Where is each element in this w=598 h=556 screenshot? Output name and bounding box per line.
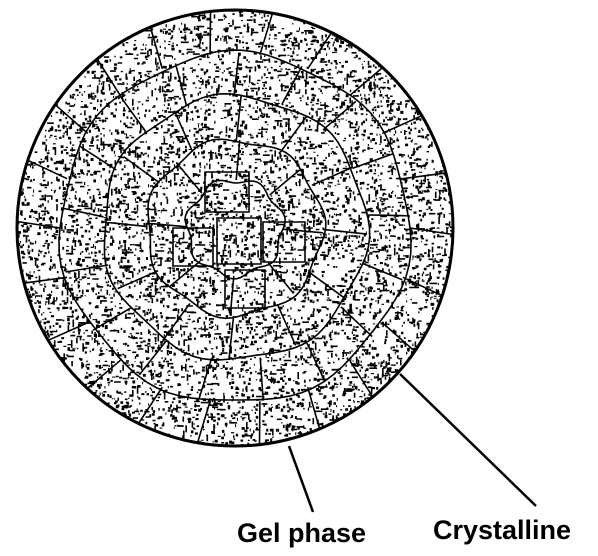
gel-phase-label: Gel phase <box>237 520 366 547</box>
crystalline-pointer <box>400 374 536 506</box>
crystalline-label: Crystalline <box>433 517 571 544</box>
gel-phase-pointer <box>289 446 313 512</box>
